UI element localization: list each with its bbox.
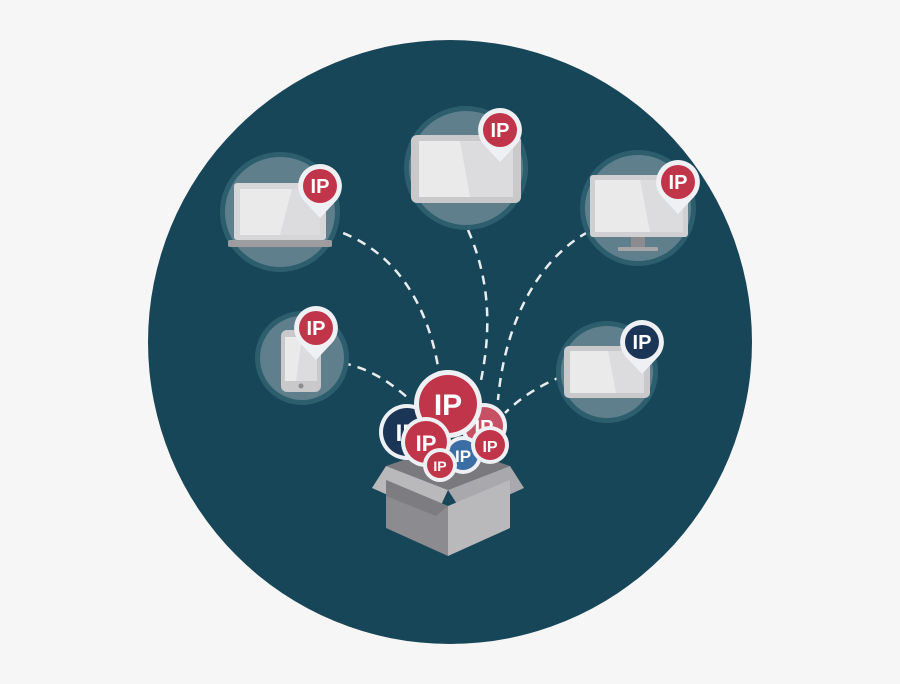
ip-pin-monitor: IP [656,160,700,214]
ip-pin-tablet: IP [478,108,522,162]
ip-pin-laptop: IP [298,164,342,218]
ip-ball-red-small-left: IP [423,448,457,482]
ip-ball-red-small-right: IP [471,426,509,464]
connector-tablet-top [466,229,489,386]
ip-label: IP [311,176,330,198]
connector-monitor [496,230,589,401]
ip-label: IP [455,447,471,466]
box-side-right [448,480,510,556]
ip-label: IP [434,389,462,422]
ip-label: IP [307,318,326,340]
ip-label: IP [433,458,446,474]
ip-label: IP [416,431,437,456]
ip-pin-tablet-small: IP [620,320,664,374]
ip-label: IP [669,172,688,194]
ip-label: IP [633,332,652,354]
ip-label: IP [482,439,497,456]
ip-pin-phone: IP [294,306,338,360]
connector-laptop [327,226,442,381]
ip-box: IP IP IP IP IP IP IP [372,370,524,556]
connector-phone [341,361,409,399]
ip-label: IP [491,120,510,142]
